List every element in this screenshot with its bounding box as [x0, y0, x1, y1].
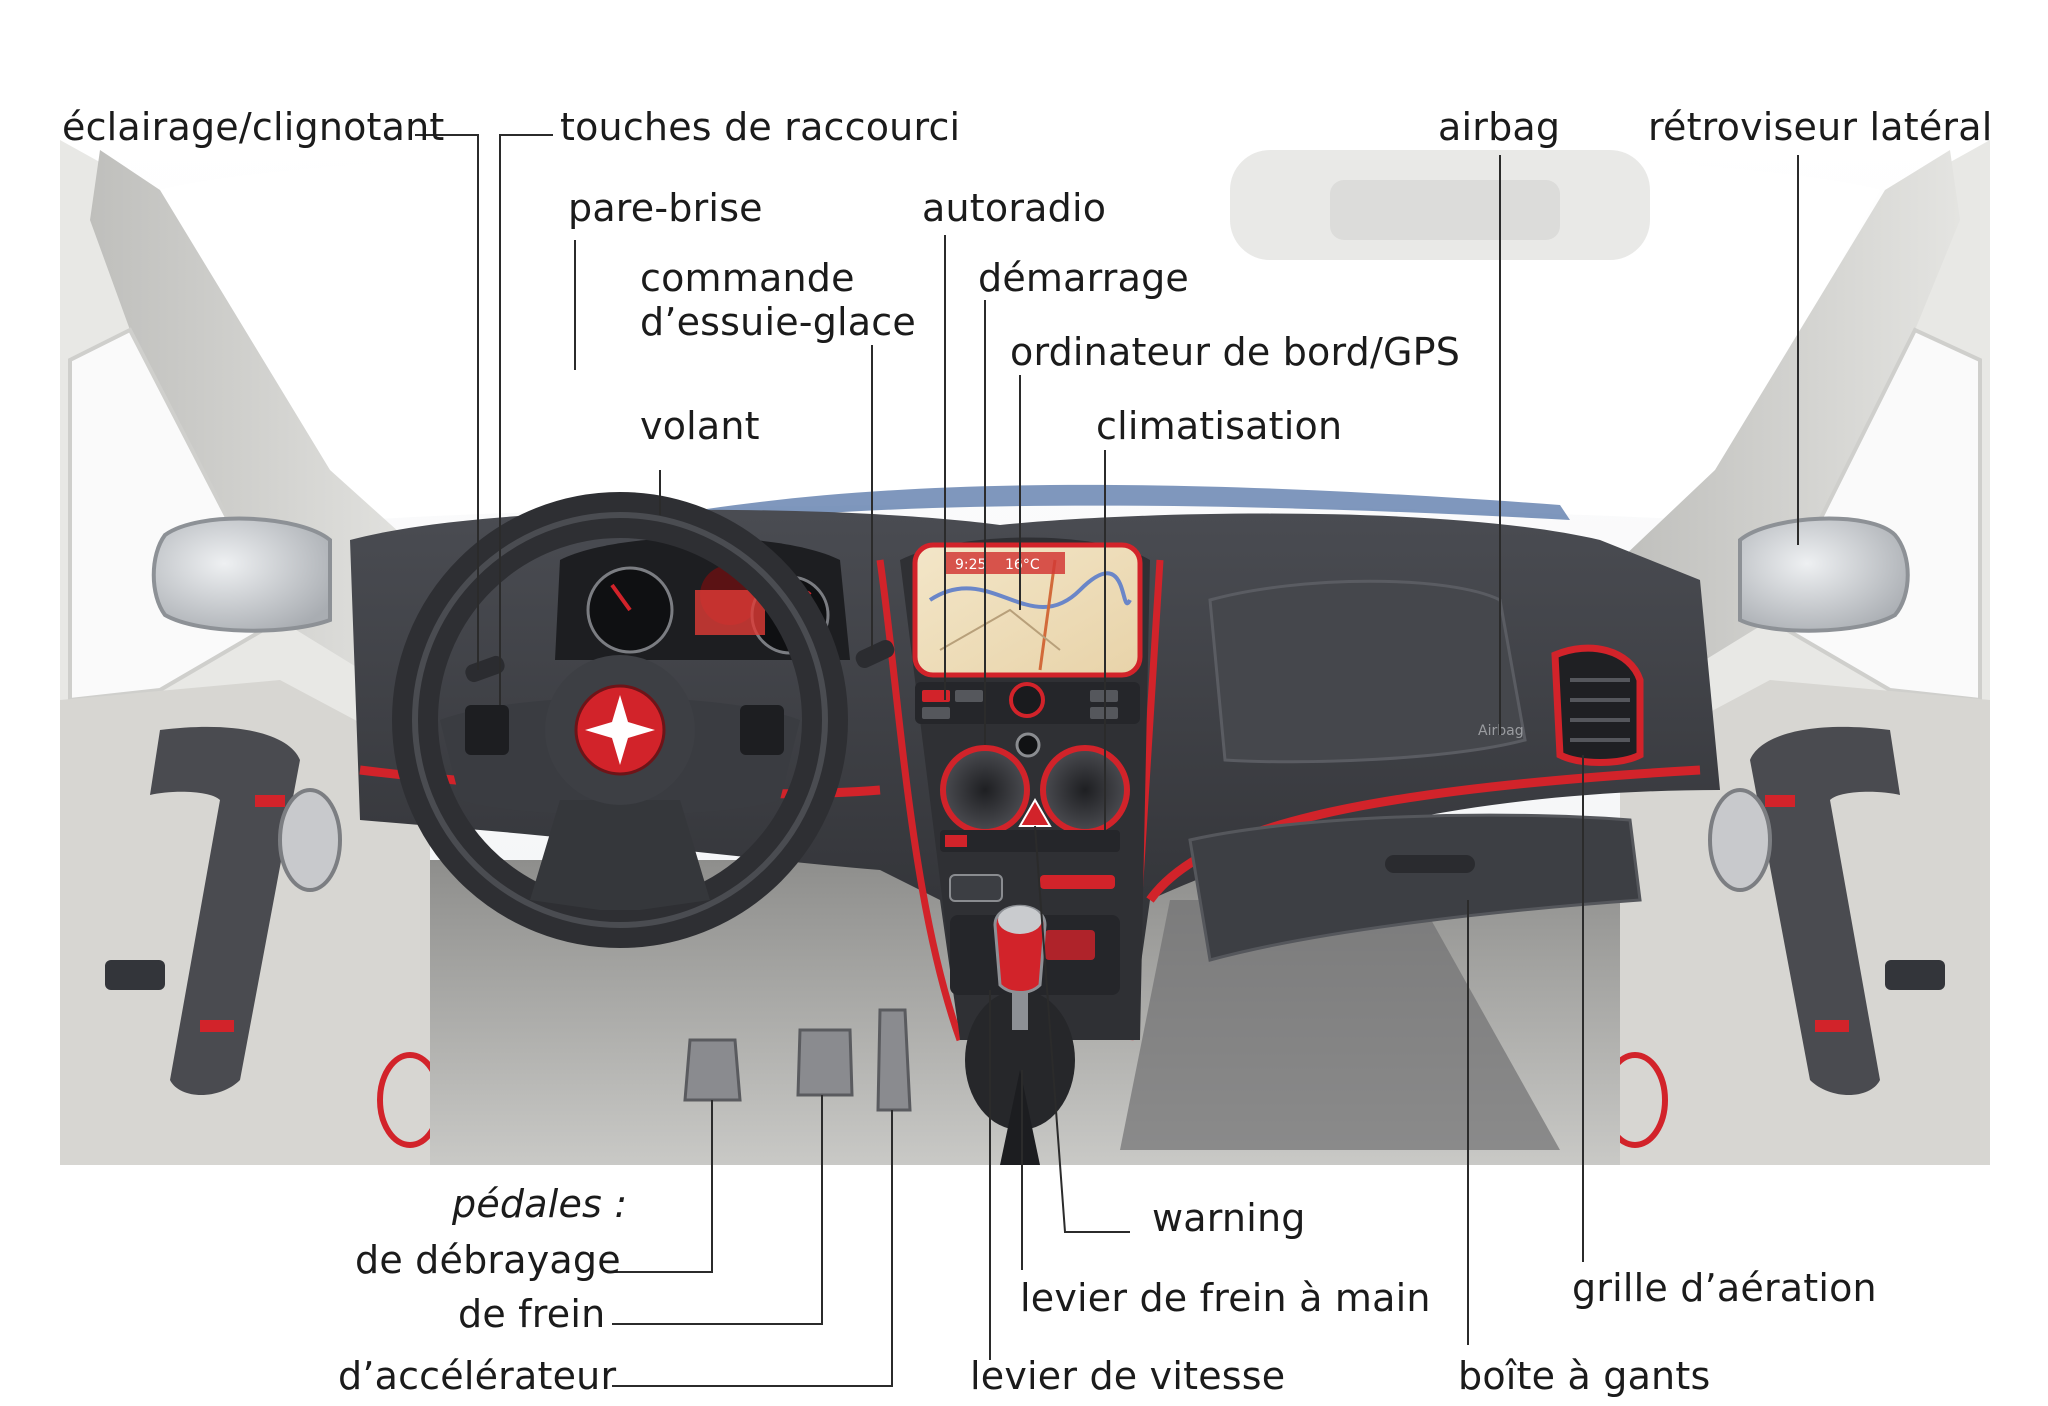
- left-side-mirror: [151, 516, 332, 633]
- label-climatisation: climatisation: [1096, 404, 1343, 448]
- leader-eclairage: [415, 134, 479, 670]
- steering-shortcut-keys-right: [740, 705, 784, 755]
- label-commande-line1: commande: [640, 256, 855, 300]
- ignition: [1015, 732, 1041, 758]
- accelerator-pedal: [876, 1008, 912, 1112]
- leader-lines: [415, 134, 1799, 1387]
- leader-frein: [612, 1095, 823, 1325]
- right-air-vent: [1551, 644, 1644, 766]
- label-accelerateur: d’accélérateur: [338, 1354, 617, 1398]
- center-vent-right: [1040, 745, 1130, 835]
- radio-knob: [1009, 682, 1045, 718]
- steering-wheel: [392, 492, 848, 948]
- label-warning: warning: [1152, 1196, 1306, 1240]
- right-door: [1602, 680, 1990, 1165]
- label-boite: boîte à gants: [1458, 1354, 1711, 1398]
- label-airbag: airbag: [1438, 105, 1561, 149]
- gps-time: 9:25: [955, 557, 986, 573]
- label-retroviseur: rétroviseur latéral: [1648, 105, 1993, 149]
- clutch-pedal: [683, 1038, 742, 1102]
- airbag-panel: [1208, 579, 1527, 764]
- label-eclairage: éclairage/clignotant: [62, 105, 445, 149]
- label-ordinateur: ordinateur de bord/GPS: [1010, 330, 1461, 374]
- label-frein-main: levier de frein à main: [1020, 1276, 1431, 1320]
- gps-temp: 16°C: [1005, 557, 1040, 573]
- leader-warning: [1034, 825, 1130, 1233]
- label-grille: grille d’aération: [1572, 1266, 1877, 1310]
- label-frein: de frein: [458, 1292, 606, 1336]
- label-vitesse: levier de vitesse: [970, 1354, 1286, 1398]
- center-vent-left: [940, 745, 1030, 835]
- label-pedales: pédales :: [452, 1182, 628, 1226]
- label-autoradio: autoradio: [922, 186, 1107, 230]
- brake-pedal: [796, 1028, 854, 1097]
- a-pillars: [90, 150, 1960, 700]
- label-volant: volant: [640, 404, 760, 448]
- label-demarrage: démarrage: [978, 256, 1189, 300]
- floor-mat: [1120, 900, 1560, 1150]
- steering-shortcut-keys-left: [465, 705, 509, 755]
- label-debrayage: de débrayage: [355, 1238, 621, 1282]
- gps-screen: [912, 542, 1143, 678]
- glove-box: [1188, 813, 1642, 962]
- label-commande-line2: d’essuie-glace: [640, 300, 916, 344]
- leader-accelerateur: [612, 1110, 893, 1387]
- label-touches: touches de raccourci: [560, 105, 961, 149]
- pedals: [683, 1008, 912, 1112]
- leader-debrayage: [612, 1100, 713, 1273]
- leader-touches: [499, 134, 553, 705]
- climate-controls: [940, 830, 1120, 852]
- right-side-mirror: [1738, 516, 1910, 633]
- handbrake-lever: [1000, 1070, 1040, 1165]
- gear-lever: [965, 904, 1075, 1130]
- start-stop-button: [949, 874, 1003, 902]
- wiper-stalk: [855, 640, 895, 668]
- label-pare-brise: pare-brise: [568, 186, 763, 230]
- lighting-indicator-stalk: [465, 655, 505, 683]
- left-door: [60, 680, 443, 1165]
